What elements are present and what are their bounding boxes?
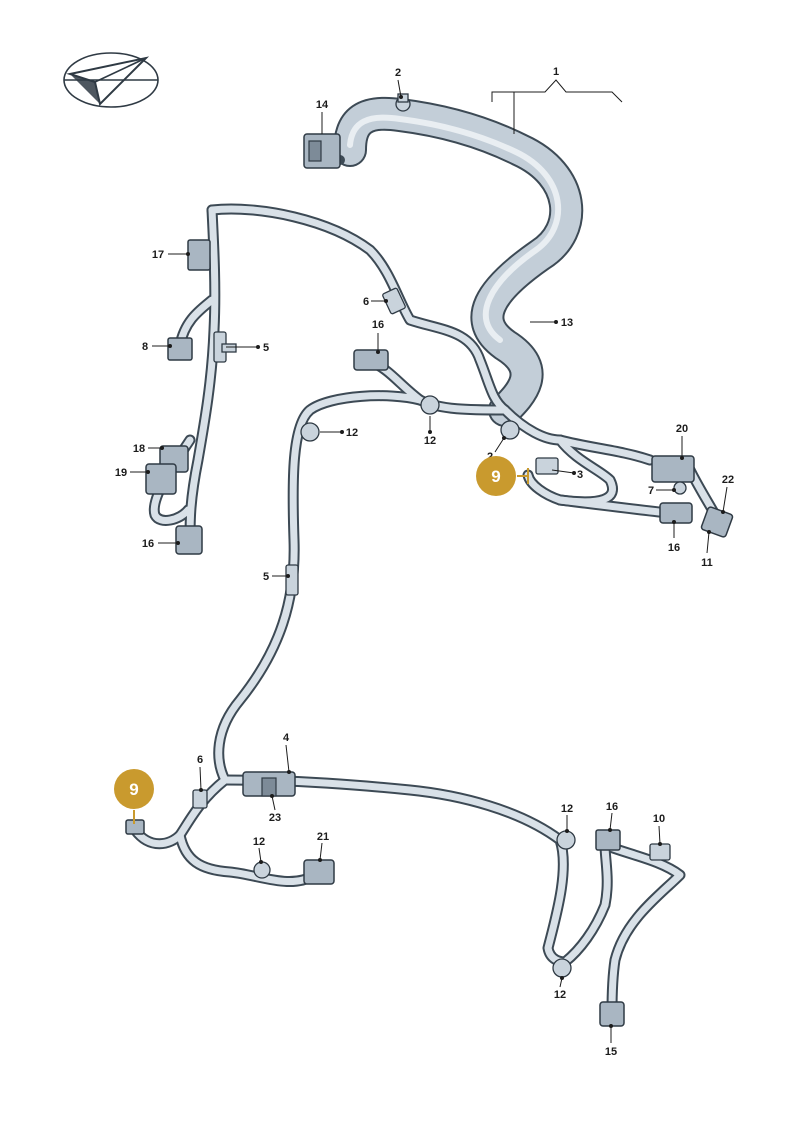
callout-7: 7 bbox=[648, 485, 654, 497]
grommet-12-d bbox=[556, 830, 576, 850]
callout-2-top: 2 bbox=[395, 67, 401, 79]
callout-10: 10 bbox=[653, 813, 665, 825]
callout-16-upper: 16 bbox=[372, 319, 384, 331]
harness-branches bbox=[129, 203, 724, 1018]
highlight-badge-9-lower[interactable]: 9 bbox=[114, 769, 154, 824]
callout-5-lower: 5 bbox=[263, 571, 269, 583]
connector-18-19 bbox=[145, 445, 189, 495]
leader-lines bbox=[130, 79, 728, 1043]
callout-12-e: 12 bbox=[554, 989, 566, 1001]
callout-12-b: 12 bbox=[424, 435, 436, 447]
connector-14 bbox=[303, 133, 341, 169]
connector-17 bbox=[187, 239, 211, 271]
connector-20 bbox=[651, 455, 695, 495]
callout-12-c: 12 bbox=[253, 836, 265, 848]
bracket-3 bbox=[535, 457, 559, 475]
callout-22: 22 bbox=[722, 474, 734, 486]
callout-11: 11 bbox=[701, 557, 713, 569]
callout-16-right: 16 bbox=[668, 542, 680, 554]
connector-16-upper bbox=[353, 349, 389, 371]
connector-21 bbox=[303, 859, 335, 885]
grommet-12-b bbox=[420, 395, 440, 415]
badge-9-upper-label: 9 bbox=[491, 467, 500, 486]
badge-9-lower-label: 9 bbox=[129, 780, 138, 799]
callout-6-lower: 6 bbox=[197, 754, 203, 766]
callout-14: 14 bbox=[316, 99, 329, 111]
connector-22-11 bbox=[700, 506, 734, 538]
grommet-2-top bbox=[395, 93, 411, 112]
callout-20: 20 bbox=[676, 423, 688, 435]
callout-13: 13 bbox=[561, 317, 573, 329]
callout-4: 4 bbox=[283, 732, 290, 744]
connector-16-left bbox=[175, 525, 203, 555]
clip-6-upper bbox=[382, 287, 406, 315]
clip-6-lower bbox=[192, 789, 208, 809]
grommet-12-e bbox=[552, 958, 572, 978]
clip-5-lower bbox=[285, 564, 299, 596]
callout-21: 21 bbox=[317, 831, 329, 843]
callout-17: 17 bbox=[152, 249, 164, 261]
connector-16-lower bbox=[595, 829, 621, 851]
callout-15: 15 bbox=[605, 1046, 617, 1058]
connector-8 bbox=[167, 337, 193, 361]
connector-15 bbox=[599, 1001, 625, 1027]
grommet-12-a bbox=[300, 422, 320, 442]
callout-1: 1 bbox=[553, 66, 559, 78]
paper-plane-direction-icon bbox=[63, 52, 159, 108]
callout-12-a: 12 bbox=[346, 427, 358, 439]
connector-16-right bbox=[659, 502, 693, 524]
callout-19: 19 bbox=[115, 467, 127, 479]
callout-16-left: 16 bbox=[142, 538, 154, 550]
callout-labels: 1 2 14 17 6 13 16 8 5 12 12 18 19 16 2 3… bbox=[115, 66, 734, 1058]
callout-16-lower: 16 bbox=[606, 801, 618, 813]
callout-18: 18 bbox=[133, 443, 145, 455]
highlight-badge-9-upper[interactable]: 9 bbox=[476, 456, 529, 496]
connector-23 bbox=[242, 771, 296, 797]
grommet-2-mid bbox=[500, 420, 520, 440]
callout-8: 8 bbox=[142, 341, 148, 353]
leader-dots bbox=[146, 95, 725, 1028]
grommet-12-c bbox=[253, 861, 271, 879]
callout-6-upper: 6 bbox=[363, 296, 369, 308]
callout-3: 3 bbox=[577, 469, 583, 481]
callout-12-d: 12 bbox=[561, 803, 573, 815]
bracket-10 bbox=[649, 843, 671, 861]
callout-5-upper: 5 bbox=[263, 342, 269, 354]
callout-23: 23 bbox=[269, 812, 281, 824]
